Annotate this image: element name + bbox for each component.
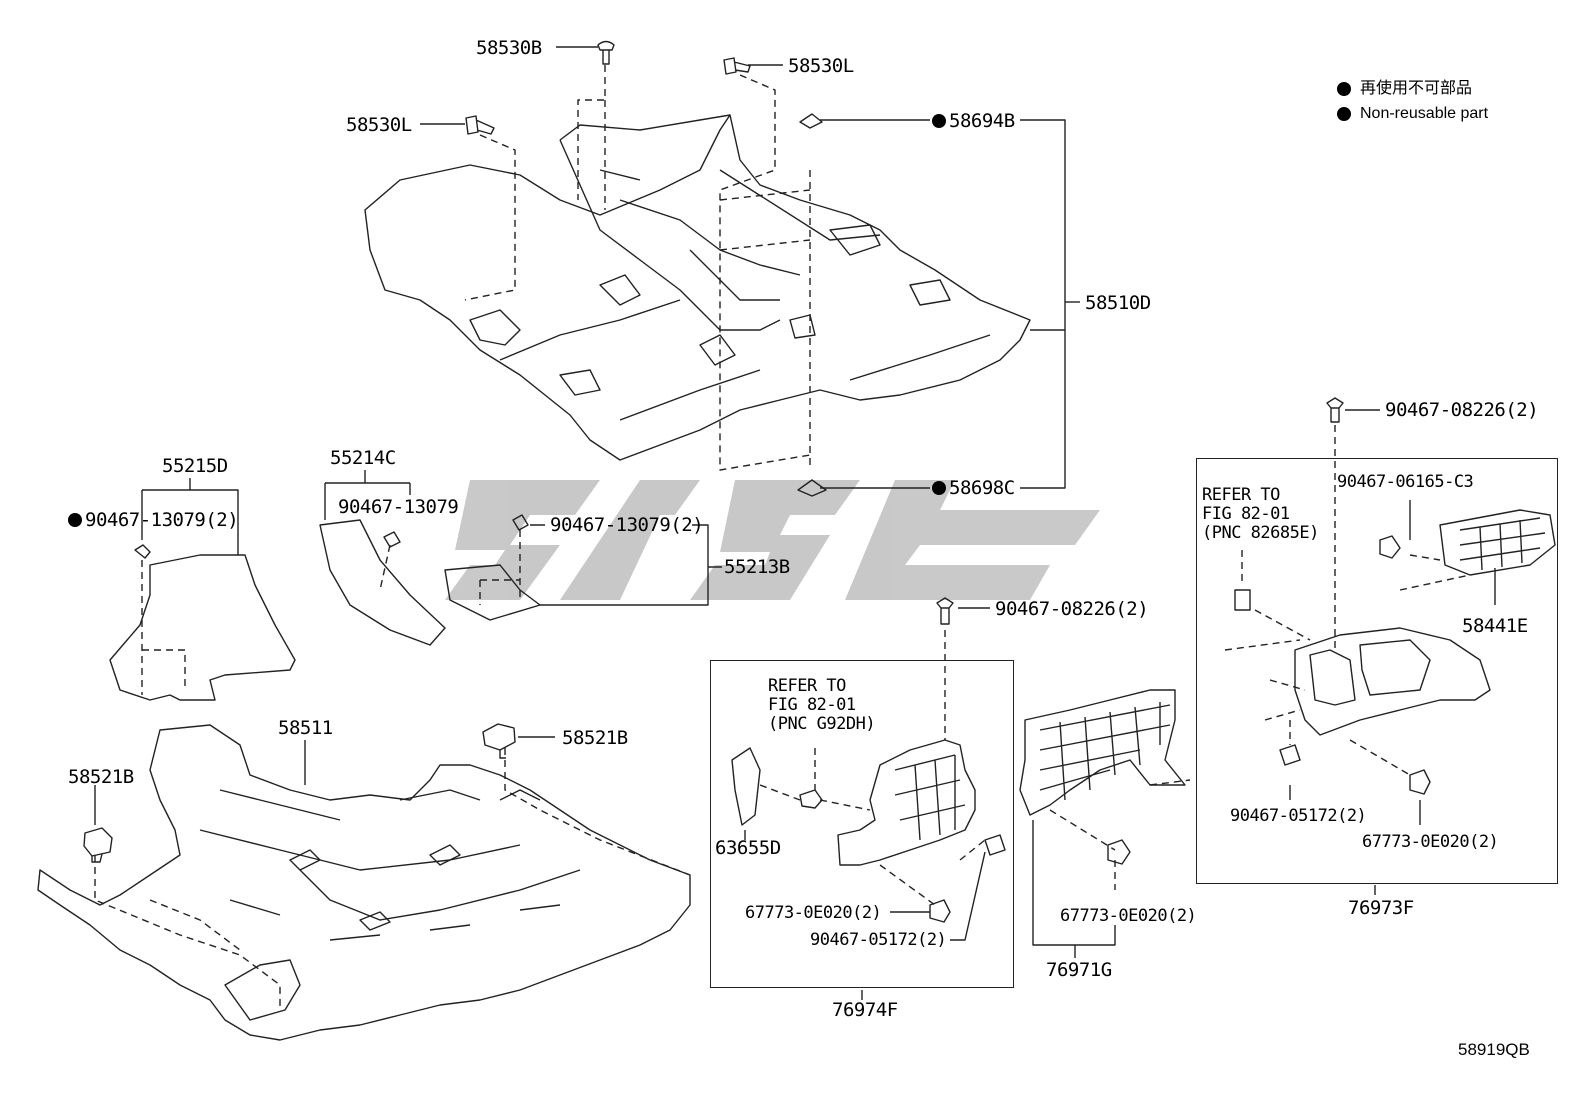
leader-55213B [530,524,722,606]
diagram-id: 58919QB [1458,1040,1530,1059]
callout-58530L-top[interactable]: 58530L [788,55,854,77]
legend-dot-icon [1337,107,1351,121]
legend-dot-icon [1337,82,1351,96]
leader-76974F-dashed [759,630,986,906]
leader-76971G-solid [1032,820,1116,958]
leader-55214C-dashed [379,544,391,591]
callout-67773-0E020-a[interactable]: 67773-0E020(2) [745,903,882,923]
non-reusable-dot-icon [68,513,82,527]
group-box-76974F [710,660,1014,988]
leader-55214C [324,470,411,520]
callout-76974F[interactable]: 76974F [832,999,898,1021]
clip-90467-05172-b-icon[interactable] [1279,744,1301,766]
callout-58510D[interactable]: 58510D [1085,292,1151,314]
callout-58441E[interactable]: 58441E [1462,615,1528,637]
clip-58530L-left-icon[interactable] [465,115,495,135]
leader-76971G-dashed [1049,779,1191,890]
callout-67773-0E020-c[interactable]: 67773-0E020(2) [1362,832,1499,852]
refer-note-82685E: REFER TO FIG 82-01 (PNC 82685E) [1202,485,1319,543]
group-box-76973F [1196,458,1558,884]
part-55213B-pad[interactable] [444,564,541,621]
clip-67773-0E020-c-icon[interactable] [1409,769,1431,795]
callout-58694B[interactable]: 58694B [932,111,1015,131]
clip-58694B-icon[interactable] [799,113,823,129]
callout-90467-05172-b[interactable]: 90467-05172(2) [1230,806,1367,826]
callout-67773-0E020-b[interactable]: 67773-0E020(2) [1060,906,1197,926]
clip-67773-0E020-a-icon[interactable] [929,899,951,923]
callout-55214C[interactable]: 55214C [330,447,396,469]
part-58511-carpet[interactable] [37,724,691,1041]
callout-55215D[interactable]: 55215D [162,455,228,477]
clip-90467-06165-icon[interactable] [1379,535,1401,559]
clip-G92DH-icon[interactable] [799,789,823,809]
clip-58521B-right-icon[interactable] [482,723,516,759]
part-58510D-carpet[interactable] [364,114,1031,461]
callout-63655D[interactable]: 63655D [715,837,781,859]
watermark-logo [445,480,1100,600]
leader-76973F-solid [1289,409,1496,895]
part-55215D-pad[interactable] [109,554,296,701]
callout-90467-08226-mid[interactable]: 90467-08226(2) [995,598,1149,620]
part-82685E-tag[interactable] [1234,589,1251,611]
clip-58521B-left-icon[interactable] [83,827,113,863]
callout-90467-08226-right[interactable]: 90467-08226(2) [1385,399,1539,421]
callout-76973F[interactable]: 76973F [1348,897,1414,919]
callout-58530B[interactable]: 58530B [476,37,542,59]
part-55214C-pad[interactable] [319,519,446,646]
legend-jp: 再使用不可部品 [1360,80,1473,97]
clip-90467-05172-a-icon[interactable] [984,834,1006,856]
callout-58698C-text: 58698C [949,477,1015,499]
legend-en: Non-reusable part [1360,105,1489,122]
clip-90467-08226-mid-icon[interactable] [936,597,954,625]
callout-58511[interactable]: 58511 [278,717,333,739]
leader-76974F-solid [744,607,990,1000]
clip-90467-08226-right-icon[interactable] [1326,397,1344,423]
leader-55215D-dashed [141,560,186,695]
callout-58521B-left[interactable]: 58521B [68,766,134,788]
callout-58530L-left[interactable]: 58530L [346,114,412,136]
callout-58521B-right[interactable]: 58521B [562,727,628,749]
leader-76973F-dashed [1224,425,1471,776]
clip-58530B-icon[interactable] [597,40,615,65]
clip-55215D-icon[interactable] [134,544,151,559]
leader-55213B-dashed [479,530,521,605]
part-63655D-bracket[interactable] [731,747,761,826]
leader-lines-solid-top [420,46,1080,489]
clip-58530L-top-icon[interactable] [723,57,751,75]
callout-90467-13079-2a-text: 90467-13079(2) [85,509,239,531]
leader-58521B-dashed [94,748,691,1010]
clip-58698C-icon[interactable] [797,479,827,497]
leader-lines-top [464,65,811,471]
callout-90467-13079-2a[interactable]: 90467-13079(2) [68,509,239,531]
clip-55213B-icon[interactable] [512,514,529,531]
clip-55214C-icon[interactable] [383,531,401,548]
part-58441E-vent[interactable] [1439,509,1556,576]
callout-90467-13079[interactable]: 90467-13079 [338,496,459,518]
callout-58698C[interactable]: 58698C [932,478,1015,498]
callout-90467-05172-a[interactable]: 90467-05172(2) [810,930,947,950]
callout-55213B[interactable]: 55213B [724,556,790,578]
callout-90467-13079-2b[interactable]: 90467-13079(2) [550,514,704,536]
callout-58694B-text: 58694B [949,110,1015,132]
non-reusable-dot-icon [932,481,946,495]
callout-76971G[interactable]: 76971G [1046,959,1112,981]
leader-58521B-solid [94,736,555,825]
refer-note-G92DH: REFER TO FIG 82-01 (PNC G92DH) [768,676,876,734]
leader-55215D [141,478,239,555]
non-reusable-dot-icon [932,114,946,128]
clip-67773-0E020-b-icon[interactable] [1107,839,1131,865]
part-76974F-trim[interactable] [837,739,976,866]
callout-90467-06165[interactable]: 90467-06165-C3 [1337,472,1474,492]
part-76973F-trim[interactable] [1294,627,1491,736]
part-76971G-trim[interactable] [1019,689,1186,816]
